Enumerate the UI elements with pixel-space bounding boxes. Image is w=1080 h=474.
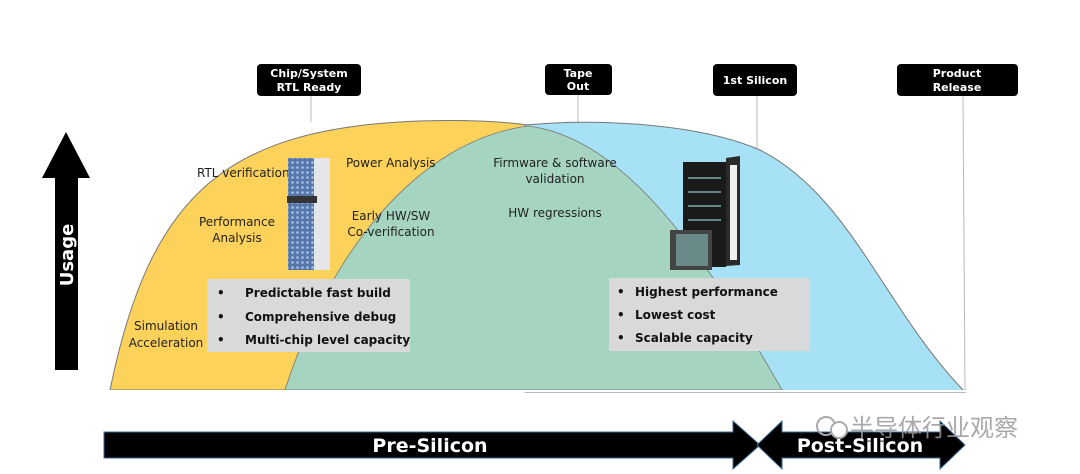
text-label: Product (933, 67, 982, 80)
text-label: RTL Ready (277, 81, 342, 94)
text-label: Scalable capacity (635, 331, 753, 345)
text-label: Lowest cost (635, 308, 716, 322)
label-firmware-validation: Firmware & software (493, 156, 617, 170)
text-label: Multi-chip level capacity (245, 333, 410, 347)
label-power-analysis: Power Analysis (346, 156, 436, 170)
emulator-server-image (287, 158, 330, 270)
svg-text:•: • (217, 310, 225, 324)
post-silicon-arrow: Post-Silicon (756, 419, 966, 471)
prototyping-rack-image (670, 156, 740, 270)
label-hw-regressions: HW regressions (508, 206, 601, 220)
usage-axis-arrow: Usage (42, 132, 90, 370)
text-label: Comprehensive debug (245, 310, 396, 324)
milestone-rtl-ready: Chip/System RTL Ready (257, 64, 361, 96)
text-label: 半导体行业观察 (850, 414, 1018, 442)
label-rtl-verification: RTL verification (197, 166, 290, 180)
emulation-feature-box: • Predictable fast build • Comprehensive d… (207, 279, 410, 352)
text-label: Tape (564, 67, 593, 80)
text-label: Pre-Silicon (372, 435, 487, 457)
text-label: Post-Silicon (797, 435, 923, 457)
svg-text:•: • (217, 286, 225, 300)
text-label: Predictable fast build (245, 286, 391, 300)
text-label: Acceleration (129, 336, 204, 350)
svg-text:•: • (617, 285, 625, 299)
text-label: Usage (57, 224, 78, 287)
text-label: Analysis (212, 231, 261, 245)
text-label: 1st Silicon (723, 74, 787, 87)
text-label: Highest performance (635, 285, 778, 299)
text-label: Out (567, 80, 589, 93)
prototyping-feature-box: • Highest performance • Lowest cost • Scala… (609, 278, 810, 351)
milestone-first-silicon: 1st Silicon (713, 64, 797, 96)
label-early-hw-sw: Early HW/SW (352, 209, 431, 223)
milestone-product-release: Product Release (897, 64, 1018, 96)
label-performance-analysis: Performance (199, 215, 275, 229)
watermark: 半导体行业观察 (816, 414, 1018, 442)
milestone-tape-out: Tape Out (545, 64, 612, 95)
text-label: Co-verification (347, 225, 434, 239)
text-label: Release (933, 81, 982, 94)
text-label: Chip/System (270, 67, 347, 80)
svg-text:•: • (617, 331, 625, 345)
svg-text:•: • (217, 333, 225, 347)
text-label: validation (525, 172, 584, 186)
svg-text:•: • (617, 308, 625, 322)
pre-silicon-arrow: Pre-Silicon (103, 419, 761, 471)
label-simulation-acceleration: Simulation (134, 319, 198, 333)
milestone-lines (310, 94, 966, 393)
